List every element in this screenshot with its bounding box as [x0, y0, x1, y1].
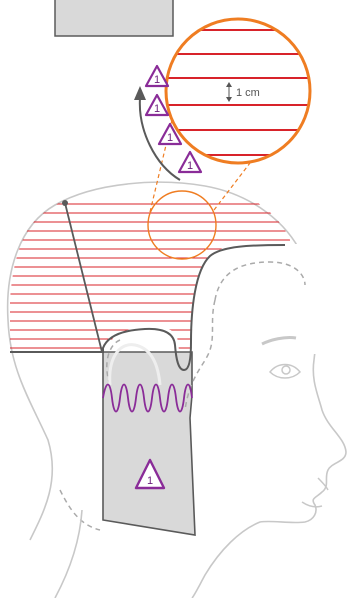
pivot-point	[62, 200, 68, 206]
reference-card	[55, 0, 173, 36]
triangle-marker-4-label: 1	[187, 160, 193, 172]
panel-triangle-label: 1	[147, 475, 153, 487]
triangle-marker-2-label: 1	[154, 103, 160, 115]
top-section-mask	[103, 243, 349, 369]
triangle-marker-1-label: 1	[154, 74, 160, 86]
neck-line	[55, 510, 82, 598]
triangle-marker-4: 1	[179, 152, 201, 172]
lips	[302, 478, 328, 507]
triangle-marker-1: 1	[146, 66, 168, 86]
eye	[270, 365, 300, 379]
scale-label: 1 cm	[236, 87, 260, 99]
direction-arrowhead	[134, 86, 146, 100]
nape-panel	[103, 352, 195, 535]
triangle-marker-2: 1	[146, 95, 168, 115]
zoom-connector-right	[214, 163, 250, 210]
triangle-marker-3-label: 1	[167, 132, 173, 144]
